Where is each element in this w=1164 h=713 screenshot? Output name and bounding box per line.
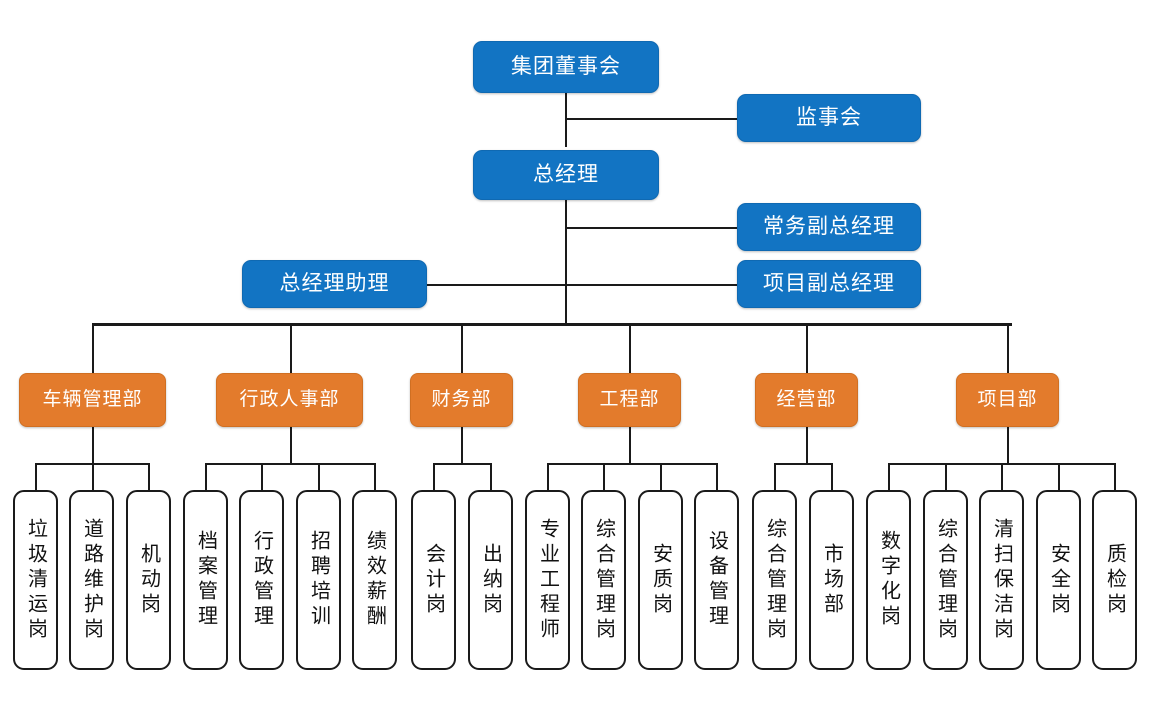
- node-department-vehicle-management[interactable]: 车辆管理部: [19, 373, 166, 427]
- connector-dept2-leaf-4: [374, 463, 376, 491]
- leaf-position-label: 质检岗: [1103, 542, 1126, 618]
- leaf-position-box[interactable]: 专业工程师: [525, 490, 570, 670]
- leaf-position-label: 绩效薪酬: [363, 530, 386, 630]
- connector-dept6-leaf-5: [1114, 463, 1116, 491]
- connector-dept3-leaf-1: [433, 463, 435, 491]
- node-department-finance[interactable]: 财务部: [410, 373, 513, 427]
- leaf-position-label: 综合管理岗: [592, 517, 615, 643]
- connector-dept3-drop: [461, 427, 463, 464]
- connector-dept6-leaf-3: [1001, 463, 1003, 491]
- leaf-position-box[interactable]: 数字化岗: [866, 490, 911, 670]
- connector-dept4-bar: [547, 463, 717, 465]
- leaf-position-label: 招聘培训: [307, 530, 330, 630]
- connector-dept2-leaf-3: [318, 463, 320, 491]
- connector-bus-to-dept-5: [806, 323, 808, 373]
- connector-gm-to-assistant: [427, 284, 566, 286]
- connector-dept5-leaf-1: [774, 463, 776, 491]
- leaf-position-box[interactable]: 垃圾清运岗: [13, 490, 58, 670]
- connector-dept2-leaf-2: [261, 463, 263, 491]
- connector-dept6-leaf-4: [1058, 463, 1060, 491]
- node-department-project[interactable]: 项目部: [956, 373, 1059, 427]
- leaf-position-box[interactable]: 综合管理岗: [752, 490, 797, 670]
- leaf-position-label: 数字化岗: [877, 530, 900, 630]
- connector-dept6-drop: [1007, 427, 1009, 464]
- node-gm-assistant[interactable]: 总经理助理: [242, 260, 427, 308]
- connector-bus-to-dept-3: [461, 323, 463, 373]
- leaf-position-label: 道路维护岗: [80, 517, 103, 643]
- connector-gm-spine: [565, 199, 567, 324]
- leaf-position-box[interactable]: 道路维护岗: [69, 490, 114, 670]
- connector-dept6-leaf-1: [888, 463, 890, 491]
- connector-bus-to-dept-1: [92, 323, 94, 373]
- leaf-position-label: 安质岗: [649, 542, 672, 618]
- leaf-position-box[interactable]: 会计岗: [411, 490, 456, 670]
- leaf-position-label: 会计岗: [422, 542, 445, 618]
- leaf-position-box[interactable]: 安质岗: [638, 490, 683, 670]
- leaf-position-label: 行政管理: [250, 530, 273, 630]
- connector-dept2-bar: [205, 463, 375, 465]
- connector-dept4-leaf-1: [547, 463, 549, 491]
- leaf-position-box[interactable]: 综合管理岗: [581, 490, 626, 670]
- connector-dept2-drop: [290, 427, 292, 464]
- connector-dept4-leaf-2: [603, 463, 605, 491]
- leaf-position-box[interactable]: 行政管理: [239, 490, 284, 670]
- connector-bus-to-dept-2: [290, 323, 292, 373]
- leaf-position-box[interactable]: 出纳岗: [468, 490, 513, 670]
- connector-board-to-gm: [565, 92, 567, 147]
- leaf-position-box[interactable]: 招聘培训: [296, 490, 341, 670]
- connector-dept4-drop: [629, 427, 631, 464]
- connector-dept6-leaf-2: [945, 463, 947, 491]
- connector-gm-to-project-deputy: [565, 284, 738, 286]
- connector-dept1-leaf-1: [35, 463, 37, 491]
- leaf-position-label: 档案管理: [194, 530, 217, 630]
- leaf-position-box[interactable]: 清扫保洁岗: [979, 490, 1024, 670]
- leaf-position-box[interactable]: 档案管理: [183, 490, 228, 670]
- connector-dept3-leaf-2: [490, 463, 492, 491]
- leaf-position-label: 垃圾清运岗: [24, 517, 47, 643]
- connector-dept4-leaf-3: [660, 463, 662, 491]
- leaf-position-box[interactable]: 市场部: [809, 490, 854, 670]
- connector-dept4-leaf-4: [716, 463, 718, 491]
- node-board-of-supervisors[interactable]: 监事会: [737, 94, 921, 142]
- node-department-admin-hr[interactable]: 行政人事部: [216, 373, 363, 427]
- leaf-position-box[interactable]: 综合管理岗: [923, 490, 968, 670]
- connector-dept5-leaf-2: [831, 463, 833, 491]
- leaf-position-label: 出纳岗: [479, 542, 502, 618]
- leaf-position-label: 综合管理岗: [763, 517, 786, 643]
- leaf-position-box[interactable]: 设备管理: [694, 490, 739, 670]
- connector-dept1-drop: [92, 427, 94, 464]
- leaf-position-label: 市场部: [820, 542, 843, 618]
- leaf-position-box[interactable]: 机动岗: [126, 490, 171, 670]
- connector-department-bus: [92, 323, 1012, 326]
- node-department-operations[interactable]: 经营部: [755, 373, 858, 427]
- connector-dept1-leaf-2: [92, 463, 94, 491]
- connector-gm-to-exec-deputy: [565, 227, 738, 229]
- leaf-position-box[interactable]: 绩效薪酬: [352, 490, 397, 670]
- connector-dept2-leaf-1: [205, 463, 207, 491]
- connector-dept1-leaf-3: [148, 463, 150, 491]
- node-general-manager[interactable]: 总经理: [473, 150, 659, 200]
- node-board-of-directors[interactable]: 集团董事会: [473, 41, 659, 93]
- node-executive-deputy-gm[interactable]: 常务副总经理: [737, 203, 921, 251]
- connector-dept5-bar: [774, 463, 832, 465]
- leaf-position-label: 设备管理: [705, 530, 728, 630]
- leaf-position-box[interactable]: 质检岗: [1092, 490, 1137, 670]
- leaf-position-label: 机动岗: [137, 542, 160, 618]
- connector-board-to-supervisors: [565, 118, 738, 120]
- leaf-position-label: 清扫保洁岗: [990, 517, 1013, 643]
- leaf-position-box[interactable]: 安全岗: [1036, 490, 1081, 670]
- connector-bus-to-dept-6: [1007, 323, 1009, 373]
- leaf-position-label: 综合管理岗: [934, 517, 957, 643]
- connector-dept3-bar: [433, 463, 491, 465]
- connector-dept5-drop: [806, 427, 808, 464]
- leaf-position-label: 安全岗: [1047, 542, 1070, 618]
- leaf-position-label: 专业工程师: [536, 517, 559, 643]
- node-department-engineering[interactable]: 工程部: [578, 373, 681, 427]
- node-project-deputy-gm[interactable]: 项目副总经理: [737, 260, 921, 308]
- connector-bus-to-dept-4: [629, 323, 631, 373]
